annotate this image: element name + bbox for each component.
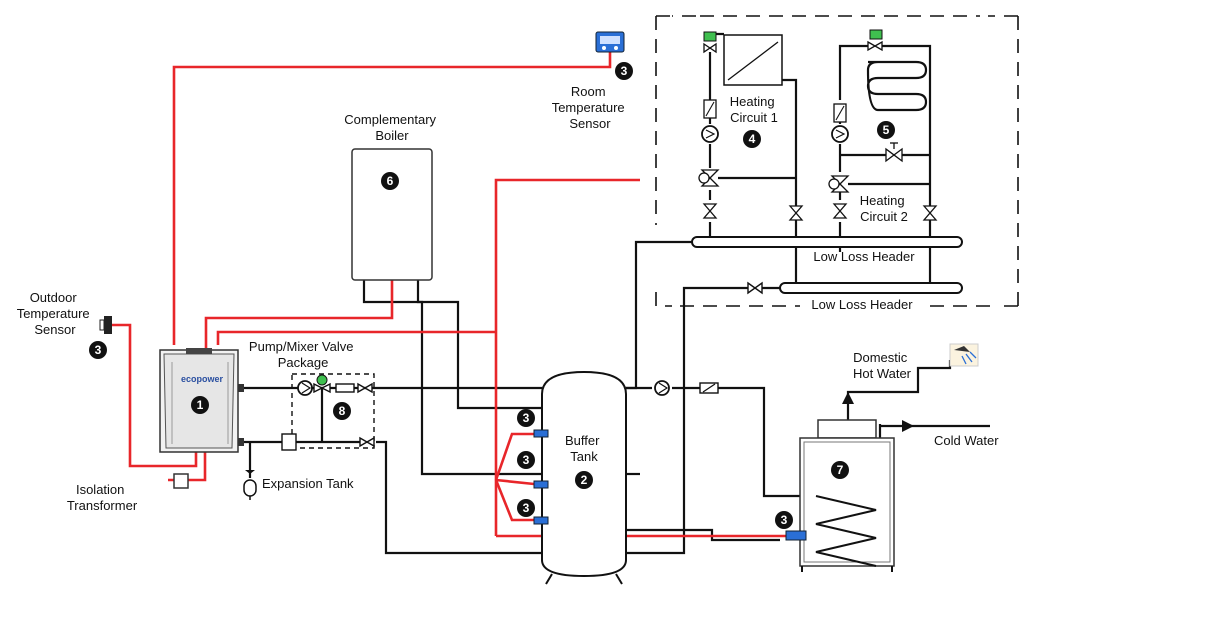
mixer-valve-icon <box>313 382 331 394</box>
dhw-tank: 3 7 <box>775 419 895 572</box>
header-valve-icon <box>747 281 763 295</box>
buffer-sensor-mid <box>533 480 549 489</box>
pump-icon <box>297 380 313 396</box>
complementary-boiler: 6 Complementary Boiler <box>344 112 439 281</box>
dhw-arrow-icon <box>842 392 854 404</box>
check-valve-icon <box>335 383 355 393</box>
dhw-sensor <box>785 530 807 541</box>
svg-text:3: 3 <box>781 513 788 527</box>
low-loss-header-upper-label: Low Loss Header <box>813 249 915 264</box>
room-sensor-label: Room Temperature Sensor <box>552 84 629 131</box>
cold-water-arrow-icon <box>902 420 914 432</box>
buffer-sensor-bottom <box>533 516 549 525</box>
room-sensor: 3 Room Temperature Sensor <box>552 31 633 131</box>
svg-text:4: 4 <box>749 132 756 146</box>
valve-motor-icon <box>316 374 328 386</box>
heating-circuit-1-label: Heating Circuit 1 <box>730 94 778 125</box>
dirt-separator-icon <box>281 433 297 451</box>
expansion-tank-label: Expansion Tank <box>262 476 354 491</box>
brand-label: ecopower <box>181 374 224 384</box>
cold-water-label: Cold Water <box>934 433 999 448</box>
svg-text:8: 8 <box>339 404 346 418</box>
outdoor-sensor-label: Outdoor Temperature Sensor <box>17 290 94 337</box>
buffer-tank-label: Buffer Tank <box>565 433 603 464</box>
expansion-tank: Expansion Tank <box>243 470 354 500</box>
shower-icon <box>949 343 979 367</box>
dhw-label: Domestic Hot Water <box>853 350 912 381</box>
pump-mixer-package: 8 Pump/Mixer Valve Package <box>249 339 375 449</box>
low-loss-header-lower-label: Low Loss Header <box>811 297 913 312</box>
buffer-sensor-top <box>533 429 549 438</box>
heating-circuit-2-label: Heating Circuit 2 <box>860 193 908 224</box>
micro-chp-unit: ecopower 1 <box>159 348 244 453</box>
svg-text:1: 1 <box>197 398 204 412</box>
svg-text:6: 6 <box>387 174 394 188</box>
isolation-transformer-label: Isolation Transformer <box>67 482 138 513</box>
pump-mixer-label: Pump/Mixer Valve Package <box>249 339 357 370</box>
isolation-transformer: Isolation Transformer <box>67 473 189 513</box>
heating-circuit-1: 4 Heating Circuit 1 <box>698 31 804 221</box>
heating-circuit-2: 5 Heating Circuit 2 <box>828 29 938 224</box>
radiator-icon <box>723 34 783 86</box>
svg-text:5: 5 <box>883 123 890 137</box>
buffer-tank: 3 3 3 2 Buffer Tank <box>517 370 627 585</box>
badge-micro-chp <box>191 396 209 414</box>
low-loss-header-upper <box>691 236 963 248</box>
svg-text:2: 2 <box>581 473 588 487</box>
svg-text:3: 3 <box>95 343 102 357</box>
boiler-label: Complementary Boiler <box>344 112 439 143</box>
svg-text:3: 3 <box>621 64 628 78</box>
svg-text:3: 3 <box>523 453 530 467</box>
svg-text:7: 7 <box>837 463 844 477</box>
dhw-pump-icon <box>654 380 670 396</box>
outdoor-sensor: 3 Outdoor Temperature Sensor <box>17 290 112 359</box>
heating-circuits-enclosure <box>655 15 1019 307</box>
low-loss-header-lower <box>779 282 963 294</box>
svg-text:3: 3 <box>523 411 530 425</box>
svg-text:3: 3 <box>523 501 530 515</box>
